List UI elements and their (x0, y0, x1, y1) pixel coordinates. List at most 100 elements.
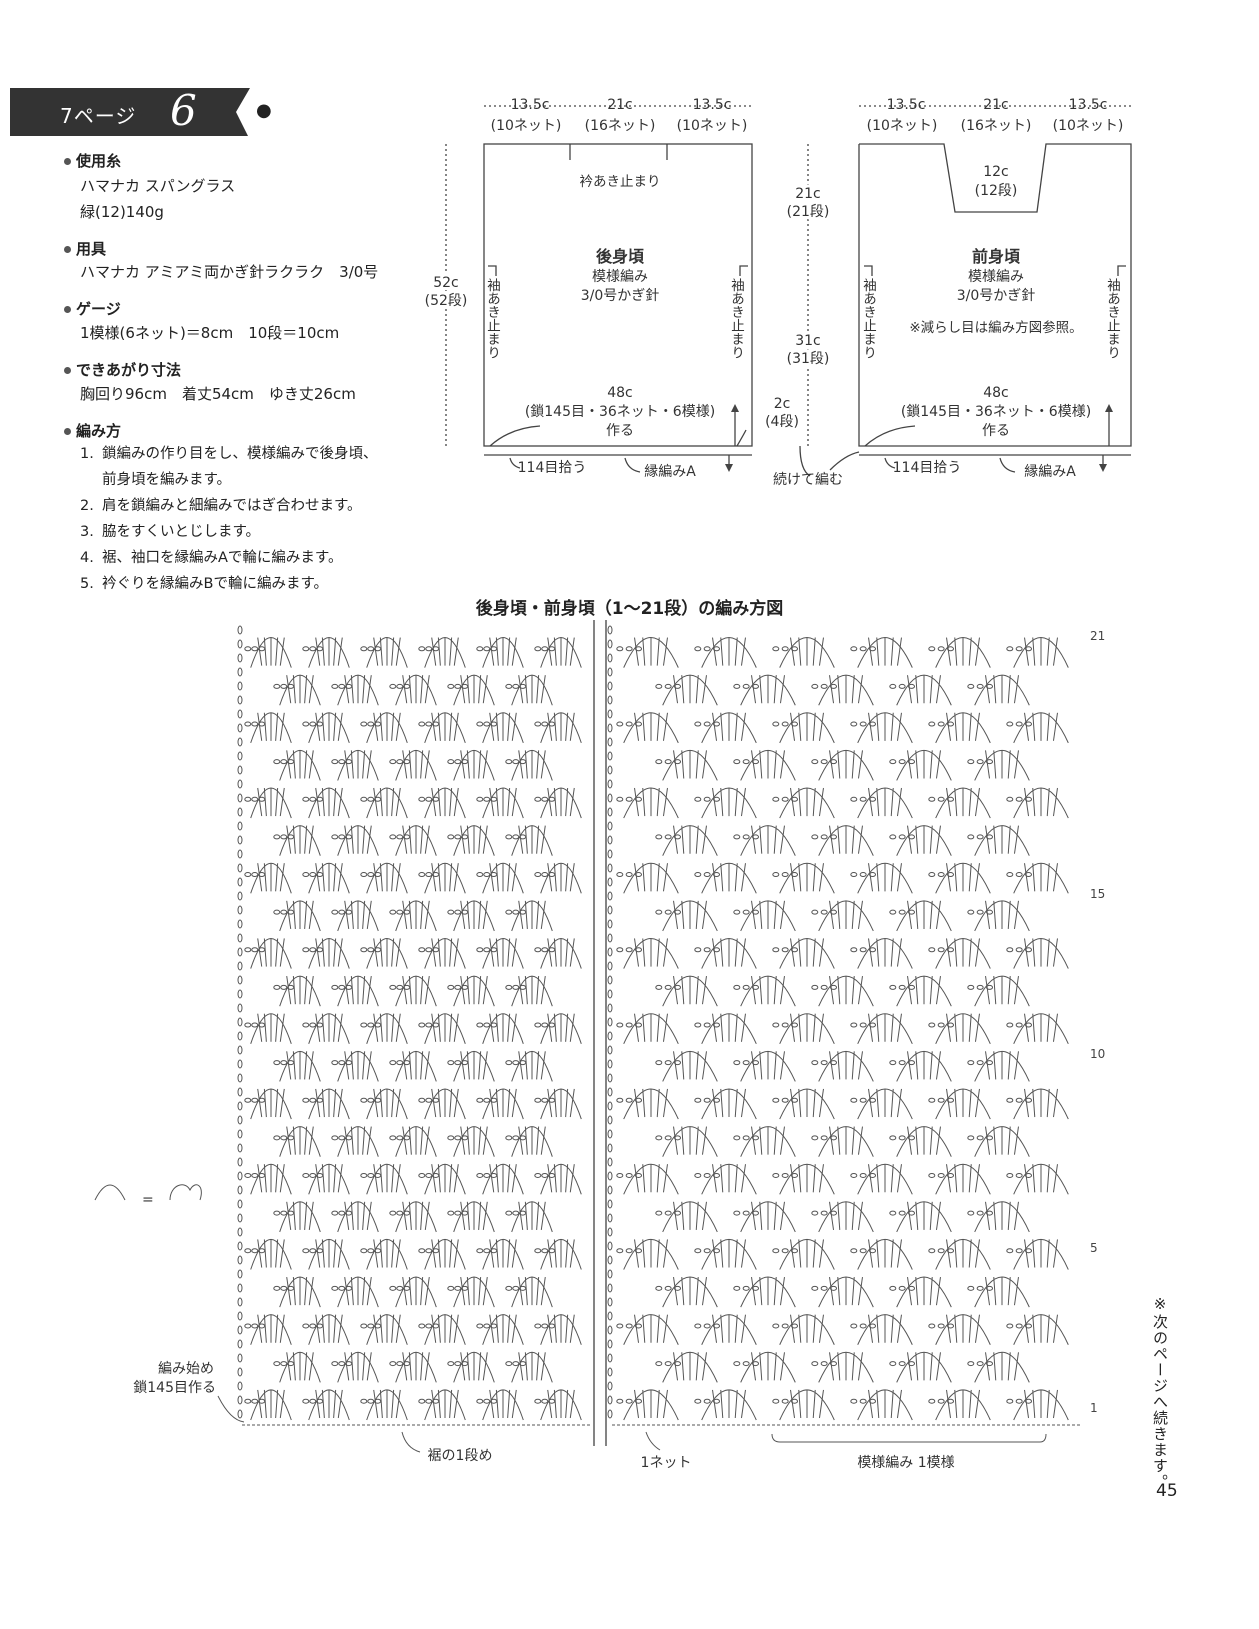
chain-loop (273, 1060, 281, 1066)
stitch-post (304, 675, 308, 704)
chain-loop (1006, 646, 1014, 652)
chain-loop (331, 759, 339, 765)
chain-loop (331, 1210, 339, 1216)
chain-loop (280, 759, 288, 765)
pattern-number-banner: 7ページ 6 (10, 86, 250, 138)
stitch-post (279, 863, 285, 892)
chain-loop (947, 1398, 955, 1404)
chain-loop (830, 834, 838, 840)
stitch-post (993, 1201, 997, 1230)
stitch-post (929, 675, 933, 704)
chain-loop (512, 1060, 520, 1066)
stitch-post (773, 1126, 777, 1155)
chain-loop (338, 1060, 346, 1066)
chain-loop (432, 1323, 440, 1329)
chain-loop (908, 1361, 916, 1367)
stitch-post (1013, 900, 1019, 930)
chain-loop (616, 947, 624, 953)
chain-loop (742, 984, 750, 990)
stitch-post (773, 675, 777, 704)
turning-chain (607, 681, 613, 691)
stitch-post (453, 712, 459, 741)
stitch-post (1032, 1013, 1036, 1042)
chain-loop (986, 759, 994, 765)
stitch-post (929, 1201, 933, 1230)
stitch-post (890, 712, 894, 741)
chain-loop (655, 683, 663, 689)
stitch-post (935, 1201, 941, 1230)
chain-loop (374, 1248, 382, 1254)
stitch-post (565, 787, 569, 817)
bottom-band-dim: 2c (774, 396, 791, 412)
chain-loop (534, 796, 542, 802)
chain-loop (947, 947, 955, 953)
chain-loop (752, 1361, 760, 1367)
chain-loop (752, 1210, 760, 1216)
stitch-post (656, 1013, 660, 1042)
chain-loop (1025, 872, 1033, 878)
chain-loop (791, 1323, 799, 1329)
stitch-post (333, 1013, 337, 1042)
stitch-post (837, 1352, 841, 1381)
chain-loop (850, 646, 858, 652)
stitch-post (968, 712, 972, 741)
chain-loop (869, 1323, 877, 1329)
stitch-post (876, 1389, 880, 1419)
turning-chain (237, 1031, 243, 1041)
stitch-post (790, 637, 796, 666)
stitch-post (489, 1088, 495, 1118)
turning-chain (237, 737, 243, 747)
stitch-post (1046, 1314, 1050, 1343)
stitch-post (656, 637, 660, 666)
stitch-post (673, 1201, 679, 1230)
chain-loop (976, 1361, 984, 1367)
chain-loop (733, 1361, 741, 1367)
stitch-post (553, 1314, 557, 1343)
chain-loop (1025, 1097, 1033, 1103)
stitch-post (408, 900, 412, 929)
chain-loop (859, 1022, 867, 1028)
chain-loop (713, 1022, 721, 1028)
stitch-post (569, 1013, 575, 1042)
stitch-post (1013, 750, 1019, 779)
front-neck-nets: (16ネット) (961, 118, 1032, 134)
chain-arc (337, 900, 379, 932)
stitch-post (536, 1126, 540, 1155)
chain-loop (986, 683, 994, 689)
turning-chain (607, 1087, 613, 1097)
chain-loop (772, 1398, 780, 1404)
stitch-post (395, 1314, 401, 1343)
chain-loop (616, 1022, 624, 1028)
stitch-post (712, 712, 718, 741)
chain-loop (541, 1022, 549, 1028)
front-hook: 3/0号かぎ針 (957, 288, 1036, 304)
chain-loop (287, 1285, 295, 1291)
turning-chain (237, 905, 243, 915)
chain-loop (703, 796, 711, 802)
stitch-post (569, 1239, 575, 1268)
chain-loop (928, 872, 936, 878)
chain-loop (447, 1135, 455, 1141)
stitch-post (634, 787, 640, 817)
stitch-post (695, 976, 699, 1005)
chain-loop (258, 947, 266, 953)
turning-chain (237, 1255, 243, 1265)
chain-loop (791, 872, 799, 878)
stitch-post (482, 1352, 488, 1381)
stitch-post (518, 825, 524, 854)
stitch-post (337, 637, 343, 666)
stitch-post (279, 1013, 285, 1042)
stitch-post (720, 712, 724, 741)
chain-loop (519, 909, 527, 915)
stitch-post (946, 938, 952, 967)
chain-loop (389, 759, 397, 765)
chain-loop (273, 1210, 281, 1216)
stitch-post (1046, 1389, 1050, 1419)
chain-loop (258, 796, 266, 802)
chain-loop (655, 1135, 663, 1141)
chain-loop (258, 1022, 266, 1028)
stitch-post (929, 1277, 933, 1306)
stitch-post (304, 1051, 308, 1080)
chain-loop (937, 721, 945, 727)
stitch-post (507, 1389, 511, 1419)
